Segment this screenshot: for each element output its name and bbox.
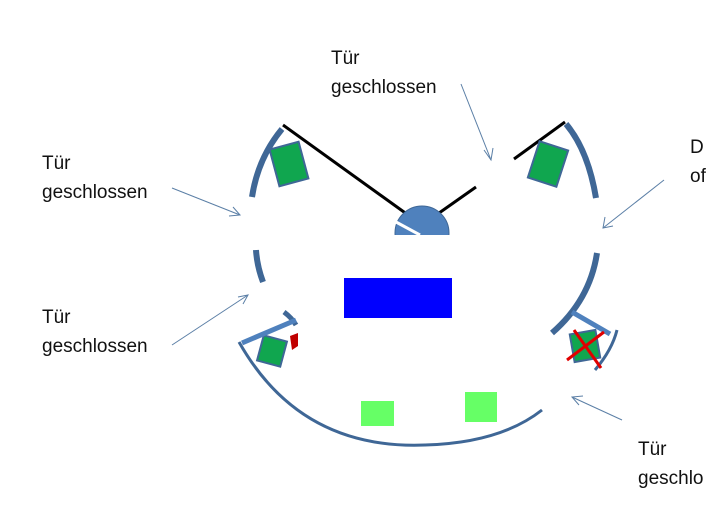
label-left-lower: Tür geschlossen (42, 303, 148, 361)
marker-left (361, 401, 394, 426)
red-marker (290, 333, 298, 350)
device-bottom-left (255, 334, 289, 368)
arrow-top (460, 83, 494, 162)
pivot-disc (394, 205, 450, 235)
label-right-upper: D of (690, 133, 706, 191)
label-line: Tür (331, 48, 360, 69)
arrow-left-lower (171, 294, 249, 346)
label-line: geschlo (638, 468, 704, 489)
label-line: D (690, 137, 704, 158)
wall-top-right (563, 122, 599, 199)
arrow-right-upper (602, 179, 665, 229)
wall-right-lower-stub (593, 329, 619, 371)
center-block (344, 278, 452, 318)
device-top-left (268, 140, 310, 188)
label-line: of (690, 166, 706, 187)
arrow-left-upper (171, 187, 242, 217)
cross-icon (566, 329, 605, 369)
door-line-left (282, 123, 477, 227)
walls (249, 122, 600, 336)
wall-top-left (249, 127, 285, 198)
label-line: geschlossen (42, 182, 148, 203)
label-line: geschlossen (42, 336, 148, 357)
marker-right (465, 392, 497, 422)
label-line: Tür (638, 439, 667, 460)
wall-right-mid (550, 252, 600, 336)
label-line: Tür (42, 153, 71, 174)
wall-left-lower-stub (282, 310, 299, 327)
label-right-lower: Tür geschlo (638, 435, 704, 493)
wall-bottom (237, 341, 543, 447)
door-panel-right (570, 309, 612, 337)
label-left-upper: Tür geschlossen (42, 149, 148, 207)
device-top-right (526, 140, 570, 188)
wall-left-mid (253, 249, 266, 284)
label-top: Tür geschlossen (331, 44, 437, 102)
label-line: geschlossen (331, 77, 437, 98)
arrow-right-lower (570, 395, 623, 421)
door-panel-left (241, 317, 297, 346)
label-line: Tür (42, 307, 71, 328)
